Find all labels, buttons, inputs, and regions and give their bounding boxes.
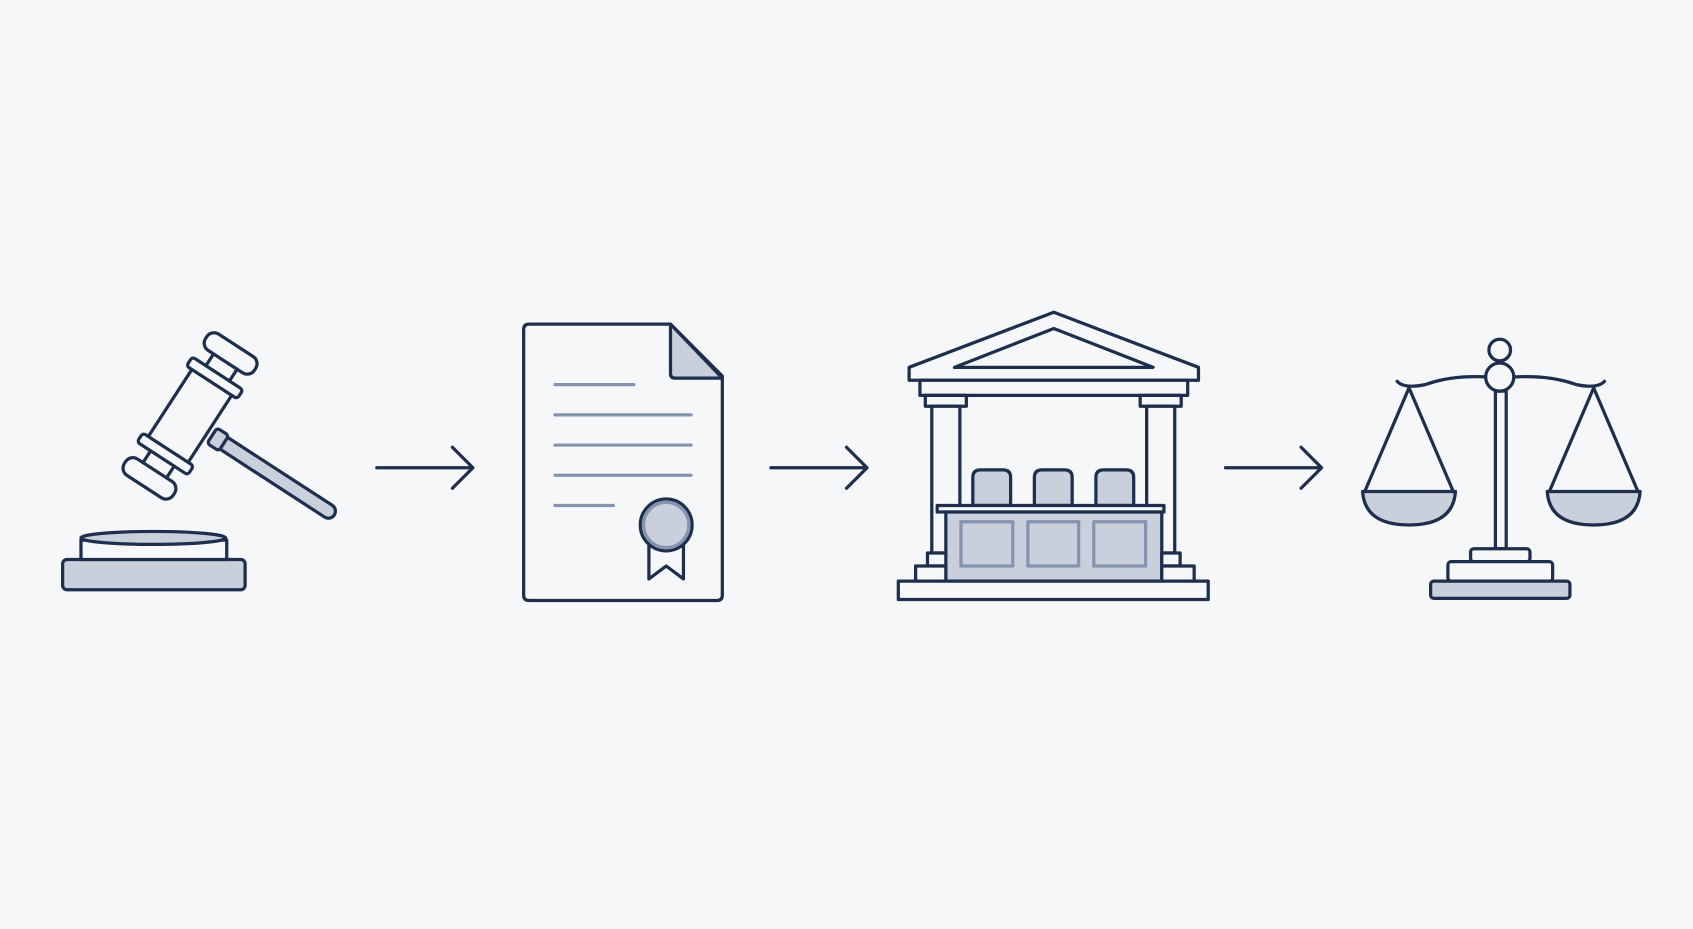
arrow-right-icon bbox=[375, 445, 475, 490]
gavel-icon bbox=[61, 331, 338, 592]
document-text-lines bbox=[553, 382, 693, 508]
gavel-head bbox=[121, 331, 259, 501]
arrow-right-icon bbox=[1223, 445, 1324, 490]
gavel-handle bbox=[206, 427, 338, 520]
scales-of-justice-icon bbox=[1360, 337, 1642, 601]
judge-chairs bbox=[971, 468, 1136, 508]
right-scale-pan bbox=[1545, 386, 1642, 527]
bench-panels bbox=[959, 520, 1148, 568]
certified-document-icon bbox=[522, 322, 724, 603]
courthouse-icon bbox=[896, 310, 1210, 602]
seal-ribbon-icon bbox=[638, 497, 694, 581]
sound-block bbox=[61, 529, 247, 592]
arrow-right-icon bbox=[769, 445, 869, 490]
left-scale-pan bbox=[1360, 386, 1458, 527]
